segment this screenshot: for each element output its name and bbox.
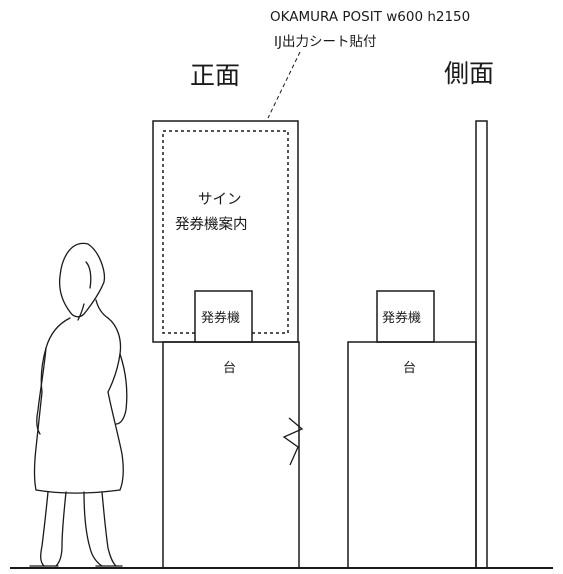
side-stand-label: 台 — [403, 361, 416, 376]
sign-description-label: 発券機案内 — [175, 215, 248, 233]
side-panel-edge — [475, 120, 488, 569]
annotation-line-2: IJ出力シート貼付 — [274, 34, 376, 50]
front-stand-label: 台 — [223, 361, 236, 376]
side-view-heading: 側面 — [444, 59, 494, 88]
annotation-line-1: OKAMURA POSIT w600 h2150 — [270, 9, 470, 25]
break-mark — [282, 417, 304, 466]
side-ticket-machine-label: 発券機 — [382, 310, 421, 326]
ij-sheet-area — [162, 130, 289, 334]
annotation-leader-line — [267, 51, 301, 119]
front-ticket-machine-label: 発券機 — [201, 310, 240, 326]
person-scale-figure — [29, 242, 128, 567]
front-view-heading: 正面 — [190, 61, 240, 90]
front-ticket-machine — [194, 290, 253, 343]
sign-label: サイン — [198, 192, 242, 208]
